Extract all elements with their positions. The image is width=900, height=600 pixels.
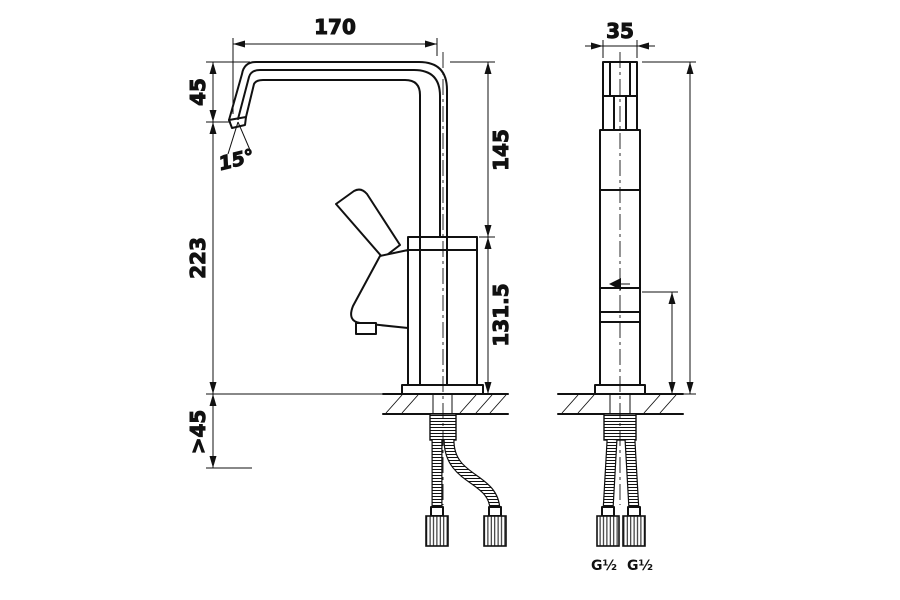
spout-mid-wall	[237, 69, 441, 238]
nut-neck	[488, 506, 502, 517]
spout-inner-wall	[245, 79, 421, 238]
hose-nuts-front	[425, 506, 507, 547]
dim-145-label: 145	[489, 129, 513, 171]
hose-nut	[596, 515, 620, 547]
thread-labels: G½ G½	[591, 558, 653, 574]
supply-hose-left-braid	[603, 439, 617, 512]
supply-hose-right-braid	[625, 439, 639, 512]
dim-131-5-label: 131.5	[489, 283, 513, 346]
thread-label-right: G½	[627, 558, 653, 574]
dim-side-handle-height	[642, 291, 678, 394]
thread-label-left: G½	[591, 558, 617, 574]
nut-neck	[601, 506, 615, 517]
handle-tip-glyph	[609, 278, 621, 290]
dim-45-label: 45	[186, 78, 210, 106]
dim-side-total-height	[642, 61, 696, 395]
dim-35-label: 35	[606, 19, 634, 43]
dim-223: 223	[186, 122, 383, 395]
dim-min-45-label: >45	[186, 410, 210, 455]
dim-145: 145	[450, 61, 514, 238]
handle-lever	[335, 188, 401, 259]
body-rect	[407, 236, 478, 386]
hose-nuts-side	[596, 506, 646, 547]
hose-nut	[622, 515, 646, 547]
hose-nut	[425, 515, 449, 547]
countertop-side	[557, 393, 684, 415]
dim-min-45: >45	[186, 394, 252, 469]
mounting-flange-front	[401, 384, 484, 395]
countertop-hatch	[385, 394, 507, 414]
countertop-hatch	[561, 394, 677, 414]
nut-neck	[430, 506, 444, 517]
dim-15-label: 15°	[216, 145, 256, 175]
dim-170-label: 170	[314, 15, 356, 39]
supply-hoses-front	[431, 439, 501, 512]
handle-base-step	[355, 322, 377, 335]
dim-223-label: 223	[186, 237, 210, 279]
dim-15-angle: 15°	[216, 121, 257, 176]
countertop-front	[382, 393, 509, 415]
angle-leg	[237, 121, 251, 151]
faucet-body-front	[401, 236, 484, 395]
handle-base	[350, 249, 409, 329]
handle-tip-side	[609, 278, 630, 290]
supply-hoses-side	[602, 439, 640, 512]
handle	[335, 188, 409, 335]
spout-aerator	[228, 116, 247, 129]
spout-outer-wall	[228, 61, 448, 238]
angle-leg	[227, 121, 239, 155]
hose-nut	[483, 515, 507, 547]
dim-35: 35	[585, 19, 655, 58]
supply-hose-right-braid	[444, 439, 500, 512]
dim-131-5: 131.5	[484, 237, 514, 394]
spout-outlet-face	[228, 116, 247, 121]
dim-170: 170	[232, 15, 438, 114]
nut-neck	[627, 506, 641, 517]
front-view	[228, 61, 484, 395]
spout-outline	[228, 61, 448, 238]
dim-45-drop: 45	[186, 61, 250, 123]
